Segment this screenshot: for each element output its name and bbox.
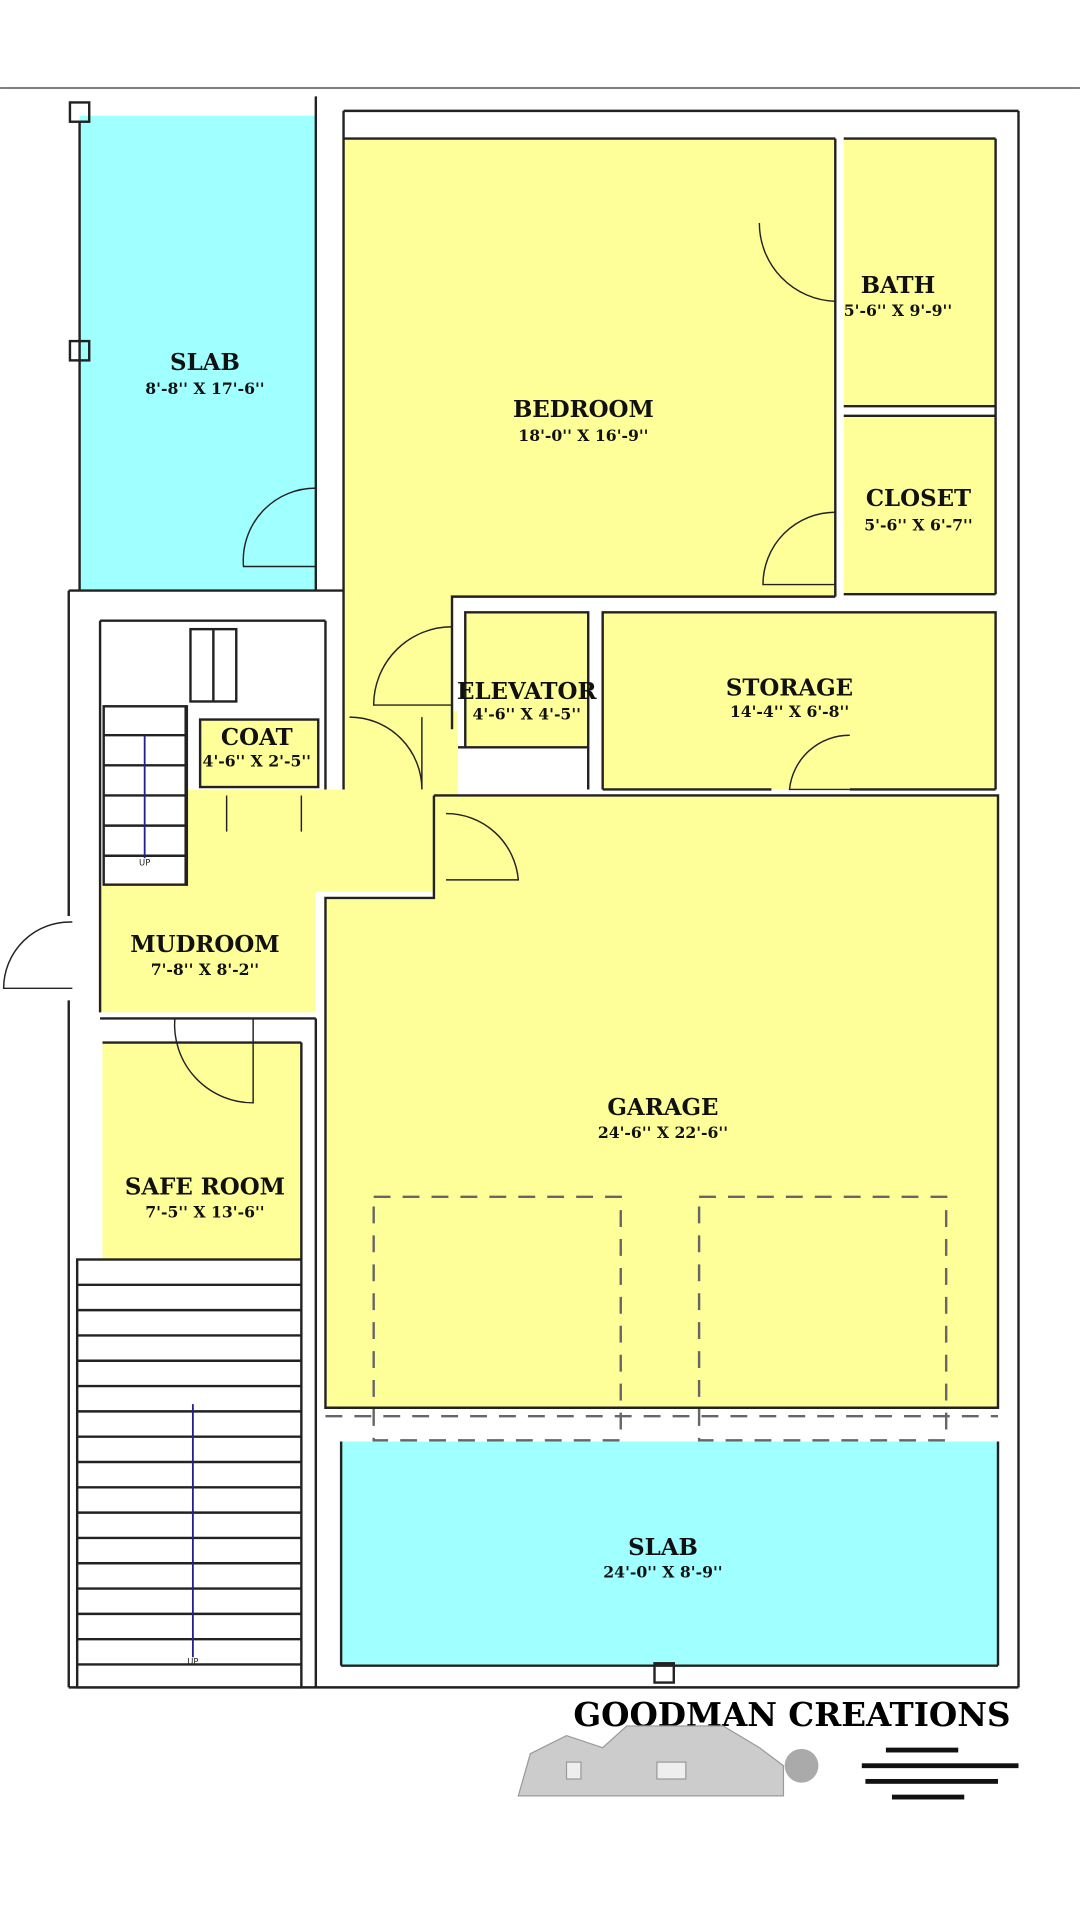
slab-side-name: SLAB — [170, 349, 240, 376]
slab-side-area — [79, 115, 316, 591]
closet-name: CLOSET — [866, 485, 971, 512]
interior-stair: UP — [102, 705, 187, 886]
slab-front-area — [341, 1441, 999, 1666]
garage-size: 24'-6'' X 22'-6'' — [598, 1123, 728, 1142]
hall-area — [349, 711, 459, 796]
safe-room-size: 7'-5'' X 13'-6'' — [145, 1202, 264, 1221]
coat-name: COAT — [221, 724, 293, 751]
storage-size: 14'-4'' X 6'-8'' — [730, 702, 849, 721]
mudroom-name: MUDROOM — [130, 931, 279, 958]
room-labels: SLAB 8'-8'' X 17'-6'' BEDROOM 18'-0'' X … — [125, 272, 973, 1582]
door-swings — [2, 222, 850, 1104]
stair-up-label: UP — [139, 857, 150, 867]
mudroom-area — [100, 789, 434, 1013]
elevator-name: ELEVATOR — [457, 678, 597, 705]
exterior-stair-up-label: UP — [187, 1656, 198, 1666]
bath-area — [843, 138, 996, 407]
closet-area — [843, 415, 996, 595]
exterior-stair: UP — [75, 1258, 303, 1689]
company-logo: GOODMAN CREATIONS — [517, 1695, 1019, 1800]
coat-area — [200, 719, 319, 788]
bath-size: 5'-6'' X 9'-9'' — [844, 301, 952, 320]
logo-contact-lines — [861, 1747, 1019, 1800]
garage-doors — [325, 1195, 999, 1442]
storage-area — [602, 612, 996, 790]
garage-area — [325, 795, 999, 1408]
bedroom-area — [343, 138, 836, 597]
slab-side-size: 8'-8'' X 17'-6'' — [145, 379, 264, 398]
garage-name: GARAGE — [607, 1094, 718, 1121]
slab-front-name: SLAB — [628, 1534, 698, 1561]
slab-front-size: 24'-0'' X 8'-9'' — [603, 1563, 722, 1582]
safe-room-name: SAFE ROOM — [125, 1173, 285, 1200]
coat-size: 4'-6'' X 2'-5'' — [203, 752, 311, 771]
bath-name: BATH — [861, 272, 936, 299]
closet-size: 5'-6'' X 6'-7'' — [864, 515, 972, 534]
elevator-area — [465, 612, 589, 748]
mudroom-size: 7'-8'' X 8'-2'' — [151, 960, 259, 979]
elevator-size: 4'-6'' X 4'-5'' — [473, 705, 581, 724]
storage-name: STORAGE — [726, 674, 853, 701]
house-illustration — [517, 1725, 819, 1797]
safe-room-area — [102, 1042, 302, 1260]
bedroom-name: BEDROOM — [513, 396, 654, 423]
bedroom-size: 18'-0'' X 16'-9'' — [518, 426, 648, 445]
